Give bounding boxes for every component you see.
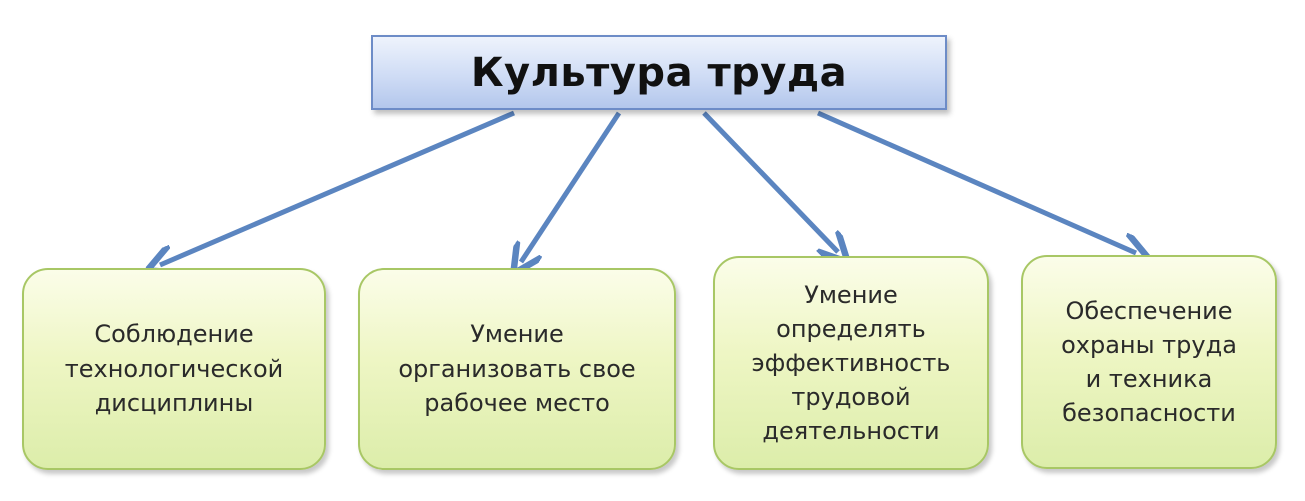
child-node-label: Соблюдение технологической дисциплины	[64, 319, 284, 418]
child-node-label: Умение организовать свое рабочее место	[398, 319, 636, 418]
root-node-title: Культура труда	[470, 49, 848, 96]
arrow-to-box-4	[816, 110, 1136, 253]
arrow-to-box-1	[160, 110, 515, 265]
child-node-work-efficiency: Умение определять эффективность трудовой…	[713, 256, 989, 470]
arrow-to-box-2	[521, 111, 622, 262]
child-node-technological-discipline: Соблюдение технологической дисциплины	[22, 268, 326, 470]
child-node-organize-workplace: Умение организовать свое рабочее место	[358, 268, 676, 470]
child-node-label: Умение определять эффективность трудовой…	[751, 280, 951, 446]
child-node-labor-safety: Обеспечение охраны труда и техника безоп…	[1021, 255, 1277, 469]
root-node: Культура труда	[371, 35, 947, 110]
child-node-label: Обеспечение охраны труда и техника безоп…	[1061, 296, 1237, 428]
arrow-to-box-3	[702, 111, 838, 252]
